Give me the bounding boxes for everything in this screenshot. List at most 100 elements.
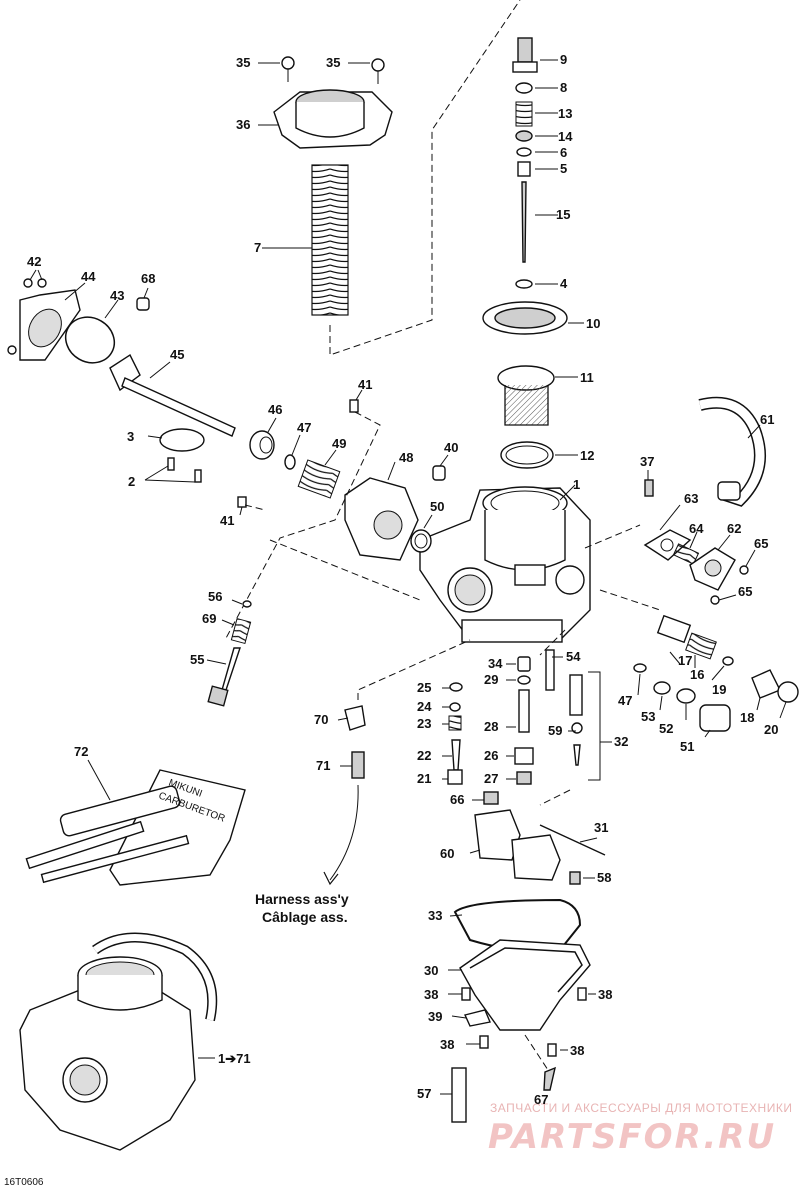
clip-6 [516, 147, 532, 157]
screw-35-left [258, 56, 295, 82]
carb-body-1 [419, 484, 591, 643]
callout-c58: 58 [597, 870, 611, 885]
callout-c28: 28 [484, 719, 498, 734]
callout-c26: 26 [484, 748, 498, 763]
callout-c70: 70 [314, 712, 328, 727]
callout-c68: 68 [141, 271, 155, 286]
callout-c31: 31 [594, 820, 608, 835]
callout-c40: 40 [444, 440, 458, 455]
spring-49 [297, 449, 341, 499]
callout-c3: 3 [127, 429, 134, 444]
harness-label-line1: Harness ass'y [255, 891, 349, 907]
callout-c72: 72 [74, 744, 88, 759]
washer-14 [515, 130, 533, 142]
callout-c15: 15 [556, 207, 570, 222]
spring-13 [515, 101, 533, 127]
connector-70-71 [323, 639, 471, 886]
callout-c20: 20 [764, 722, 778, 737]
callout-c9: 9 [560, 52, 567, 67]
float-bowl-30 [440, 939, 596, 1123]
callout-c30: 30 [424, 963, 438, 978]
complete-carburetor [19, 932, 218, 1151]
callout-c11: 11 [580, 370, 594, 385]
spacer-5 [517, 161, 531, 177]
callout-c38d: 38 [570, 1043, 584, 1058]
callout-c61: 61 [760, 412, 774, 427]
callout-c25: 25 [417, 680, 431, 695]
callout-c32: 32 [614, 734, 628, 749]
needle-stack [512, 37, 558, 289]
callout-c47a: 47 [297, 420, 311, 435]
washer-47-left [284, 434, 301, 470]
callout-c8: 8 [560, 80, 567, 95]
throttle-housing-48 [344, 461, 419, 561]
callout-c57: 57 [417, 1086, 431, 1101]
callout-c60: 60 [440, 846, 454, 861]
callout-c41b: 41 [220, 513, 234, 528]
plug-68 [136, 287, 150, 311]
complete-carb-label: 1➔71 [218, 1051, 251, 1066]
callout-c51: 51 [680, 739, 694, 754]
callout-c16: 16 [690, 667, 704, 682]
callout-c10: 10 [586, 316, 600, 331]
callout-c44: 44 [81, 269, 96, 284]
callout-c12: 12 [580, 448, 594, 463]
callout-c53: 53 [641, 709, 655, 724]
callout-c48: 48 [399, 450, 413, 465]
callout-c69: 69 [202, 611, 216, 626]
tool-kit-72 [25, 759, 246, 886]
callout-c63: 63 [684, 491, 698, 506]
callout-c17: 17 [678, 653, 692, 668]
callout-c7: 7 [254, 240, 261, 255]
screw-41-bottom [237, 496, 247, 516]
callout-c59: 59 [548, 723, 562, 738]
washer-8 [515, 82, 533, 94]
callout-c54: 54 [566, 649, 581, 664]
callout-c14: 14 [558, 129, 573, 144]
screw-41-top [349, 389, 363, 413]
callout-c35b: 35 [326, 55, 340, 70]
callout-c65a: 65 [754, 536, 768, 551]
callout-c38a: 38 [424, 987, 438, 1002]
carb-top-cover-36 [258, 89, 393, 149]
watermark-brand-text: PARTSFOR.RU [488, 1117, 776, 1157]
watermark-top-text: ЗАПЧАСТИ И АКСЕССУАРЫ ДЛЯ МОТОТЕХНИКИ [490, 1101, 792, 1115]
pilot-screw-group [206, 599, 252, 707]
callout-c66: 66 [450, 792, 464, 807]
needle-holder-9 [512, 37, 538, 73]
callout-c65b: 65 [738, 584, 752, 599]
oring-50 [410, 514, 433, 553]
callout-c42: 42 [27, 254, 41, 269]
slide-11 [497, 365, 578, 426]
needle-15 [521, 181, 527, 263]
callout-c21: 21 [417, 771, 431, 786]
callout-c35a: 35 [236, 55, 250, 70]
callout-c23: 23 [417, 716, 431, 731]
top-cover-group [258, 0, 521, 356]
throttle-shaft-45 [109, 353, 236, 437]
callout-c2: 2 [128, 474, 135, 489]
slide-spring-7 [262, 164, 349, 316]
callout-c52: 52 [659, 721, 673, 736]
callout-c37: 37 [640, 454, 654, 469]
callout-c5: 5 [560, 161, 567, 176]
callout-c4: 4 [560, 276, 568, 291]
enricher-group [643, 504, 756, 605]
callout-c38c: 38 [440, 1037, 454, 1052]
vent-tube-61 [698, 396, 766, 507]
callout-c67: 67 [534, 1092, 548, 1107]
callout-c41a: 41 [358, 377, 372, 392]
callout-c39: 39 [428, 1009, 442, 1024]
callout-c6: 6 [560, 145, 567, 160]
callout-c29: 29 [484, 672, 498, 687]
callout-c43: 43 [110, 288, 124, 303]
screw-35-right [348, 58, 385, 84]
oring-12 [500, 441, 578, 469]
callout-c33: 33 [428, 908, 442, 923]
callout-c24: 24 [417, 699, 432, 714]
figure-code: 16T0606 [4, 1177, 44, 1188]
diaphragm-10 [482, 301, 584, 335]
seal-46 [249, 417, 277, 460]
callout-c47b: 47 [618, 693, 632, 708]
